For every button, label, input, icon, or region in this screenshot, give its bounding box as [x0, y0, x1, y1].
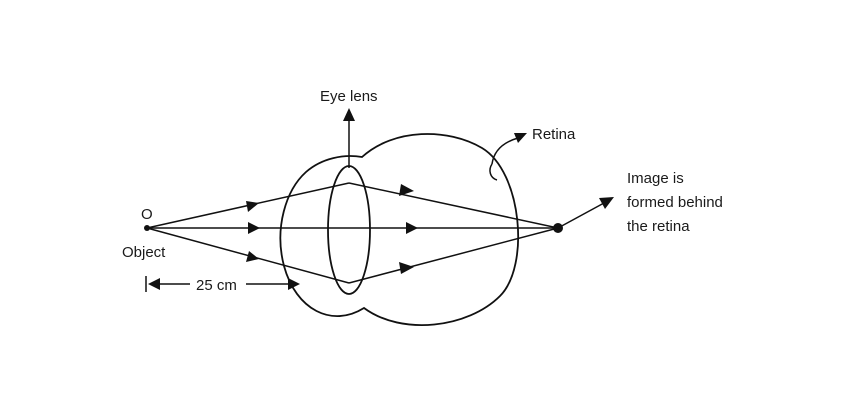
ray-lower-incident-arrowhead — [246, 251, 259, 262]
distance-right-arrowhead — [288, 278, 300, 290]
ray-upper-refracted-arrowhead — [399, 184, 414, 196]
object-label: Object — [122, 244, 166, 261]
object-point-label: O — [141, 206, 153, 223]
retina-label: Retina — [532, 126, 576, 143]
retina-marker — [489, 163, 498, 181]
eyeball-outline — [279, 133, 520, 326]
ray-upper-refracted — [348, 182, 559, 229]
ray-central-arrowhead-right — [406, 222, 418, 234]
retina-pointer-arrowhead — [514, 133, 527, 143]
retina-pointer — [491, 137, 519, 165]
image-label-line-2: formed behind — [627, 194, 723, 211]
ray-upper-incident-arrowhead — [246, 201, 259, 212]
eye-lens-label: Eye lens — [320, 88, 378, 105]
ray-lower-refracted — [348, 227, 559, 284]
ray-central-arrowhead-left — [248, 222, 260, 234]
eye-lens-pointer-arrowhead — [343, 108, 355, 121]
eye-lens — [327, 165, 371, 295]
ray-lower-refracted-arrowhead — [399, 262, 414, 274]
distance-label: 25 cm — [196, 277, 237, 294]
image-pointer — [557, 202, 605, 229]
distance-left-arrowhead — [148, 278, 160, 290]
image-pointer-arrowhead — [599, 197, 614, 209]
image-label-line-1: Image is — [627, 170, 684, 187]
image-label-line-3: the retina — [627, 218, 690, 235]
